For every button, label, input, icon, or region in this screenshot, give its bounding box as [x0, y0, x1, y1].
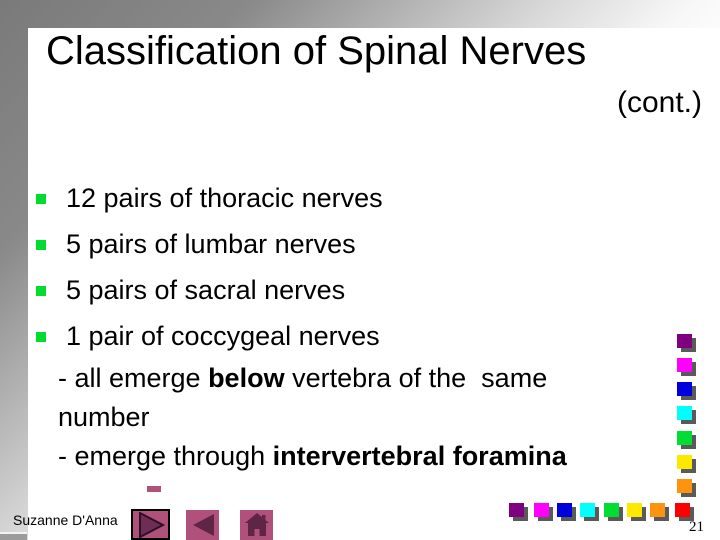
footer-author: Suzanne D'Anna — [13, 512, 118, 528]
text-segment: - emerge through — [58, 441, 273, 471]
text-segment-bold: below — [208, 363, 285, 393]
sub-line: - emerge through intervertebral foramina — [58, 437, 688, 476]
text-segment-bold: intervertebral foramina — [272, 441, 567, 471]
decor-square — [677, 358, 692, 372]
decor-square — [604, 503, 619, 517]
decor-square — [509, 503, 524, 517]
house-icon — [244, 512, 270, 538]
decor-square — [677, 334, 692, 348]
bullet-item: 5 pairs of lumbar nerves — [36, 221, 596, 267]
decor-square — [650, 503, 665, 517]
sub-bullet-block: - all emerge below vertebra of the same … — [58, 359, 688, 476]
triangle-left-icon — [190, 513, 216, 537]
triangle-right-icon — [136, 511, 166, 538]
bullet-square-icon — [36, 240, 46, 250]
decor-square — [677, 479, 692, 493]
nav-back-button[interactable] — [186, 510, 219, 540]
slide-subtitle-cont: (cont.) — [616, 86, 702, 119]
bullet-item: 12 pairs of thoracic nerves — [36, 175, 596, 221]
bullet-item: 1 pair of coccygeal nerves — [36, 313, 596, 359]
decor-square — [580, 503, 595, 517]
bullet-item: 5 pairs of sacral nerves — [36, 267, 596, 313]
text-segment: - all emerge — [58, 363, 209, 393]
decor-square — [677, 382, 692, 396]
bullet-square-icon — [36, 332, 46, 342]
sub-line: number — [58, 398, 688, 437]
decor-square — [677, 406, 692, 420]
text-segment: number — [58, 402, 150, 432]
bullet-text: 1 pair of coccygeal nerves — [66, 320, 380, 351]
bullet-text: 5 pairs of sacral nerves — [66, 274, 346, 305]
nav-home-button[interactable] — [240, 510, 273, 540]
text-segment: vertebra of the same — [284, 363, 548, 393]
nav-forward-button[interactable] — [131, 509, 170, 540]
decor-square — [557, 503, 572, 517]
decor-square — [675, 503, 690, 517]
decor-square — [627, 503, 642, 517]
decor-square — [677, 431, 692, 445]
bullet-list: 12 pairs of thoracic nerves 5 pairs of l… — [36, 175, 596, 359]
decor-square — [677, 455, 692, 469]
slide-title: Classification of Spinal Nerves — [46, 29, 587, 73]
decor-squares-column — [677, 334, 697, 493]
corner-bar — [0, 532, 27, 540]
page-number: 21 — [689, 519, 704, 535]
sub-line: - all emerge below vertebra of the same — [58, 359, 688, 398]
bullet-square-icon — [36, 194, 46, 204]
bullet-text: 12 pairs of thoracic nerves — [66, 182, 383, 213]
bullet-text: 5 pairs of lumbar nerves — [66, 228, 356, 259]
decor-squares-row — [509, 503, 694, 523]
slide-content-area — [28, 28, 720, 540]
pink-fragment — [147, 486, 161, 492]
bullet-square-icon — [36, 286, 46, 296]
decor-square — [534, 503, 549, 517]
